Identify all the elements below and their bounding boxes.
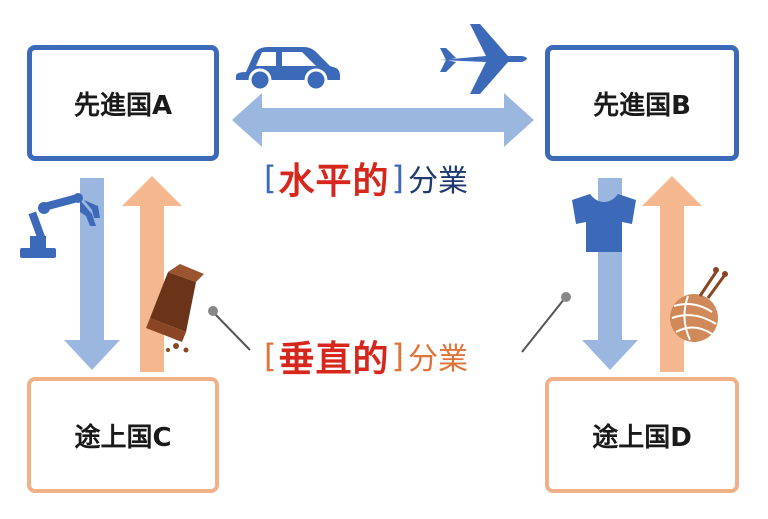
yarn-icon <box>670 267 728 342</box>
bracket-open: [ <box>264 337 277 375</box>
node-label: 先進国B <box>593 90 691 121</box>
node-developed-a: 先進国A <box>27 45 219 161</box>
node-developing-d: 途上国D <box>545 377 739 493</box>
node-developing-c: 途上国C <box>27 377 219 493</box>
coal-cart-icon <box>146 264 204 353</box>
node-label: 途上国C <box>74 422 172 453</box>
keyword: 水平的 <box>278 161 390 202</box>
pointer-right <box>521 292 571 353</box>
robot-arm-icon <box>20 193 100 258</box>
arrow-d-to-b <box>642 176 702 372</box>
horizontal-division-label: [ 水平的 ] 分業 <box>262 152 468 204</box>
bracket-close: ] <box>391 337 404 375</box>
node-label: 途上国D <box>592 422 692 453</box>
bracket-close: ] <box>391 159 404 197</box>
arrow-a-to-c <box>64 178 120 370</box>
arrow-c-to-a <box>122 176 182 372</box>
pointer-left <box>208 306 251 351</box>
node-label: 先進国A <box>73 90 173 121</box>
airplane-icon <box>440 24 527 94</box>
suffix: 分業 <box>407 164 468 199</box>
horizontal-double-arrow <box>232 93 534 147</box>
bracket-open: [ <box>264 159 277 197</box>
suffix: 分業 <box>407 342 468 377</box>
vertical-division-label: [ 垂直的 ] 分業 <box>262 330 468 382</box>
tshirt-icon <box>572 194 636 252</box>
arrow-b-to-d <box>582 178 638 370</box>
keyword: 垂直的 <box>278 339 390 380</box>
node-developed-b: 先進国B <box>545 45 739 161</box>
car-icon <box>236 47 340 92</box>
